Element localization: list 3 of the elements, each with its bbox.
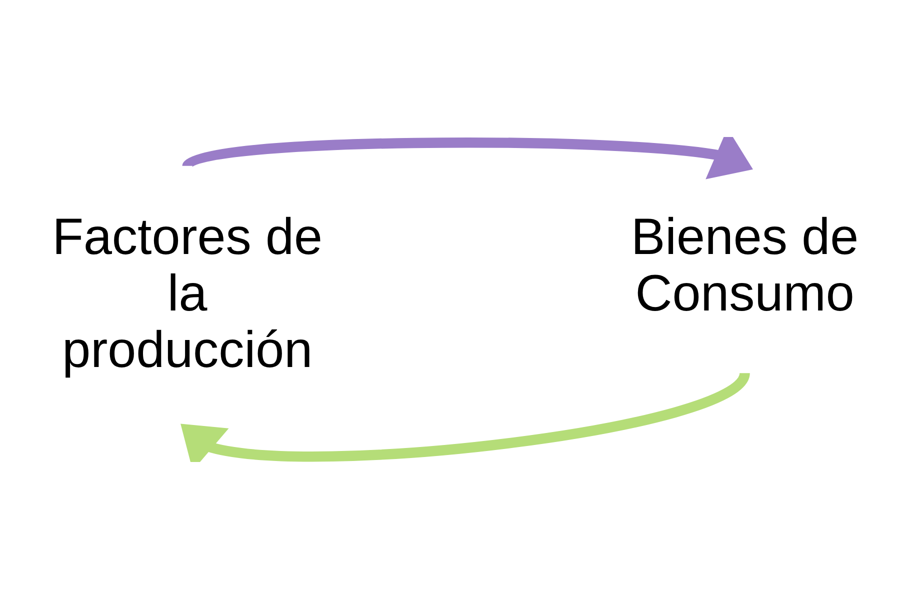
arrow bbox=[184, 136, 753, 179]
node-text: Factores de la producción bbox=[52, 208, 322, 378]
node-text: Bienes de Consumo bbox=[630, 208, 859, 321]
